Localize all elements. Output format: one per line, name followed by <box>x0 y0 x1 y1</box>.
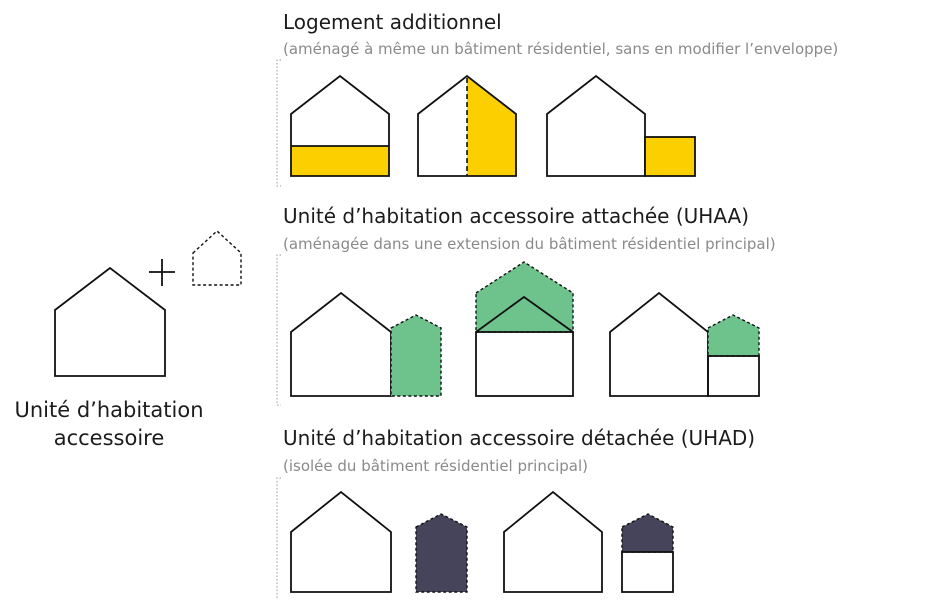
section-1-diagrams <box>290 74 696 177</box>
s2-house-side-extension <box>290 291 442 397</box>
section-2-subtitle: (aménagée dans une extension du bâtiment… <box>283 235 776 253</box>
section-1-title: Logement additionnel <box>283 10 502 34</box>
section-1-subtitle: (aménagé à même un bâtiment résidentiel,… <box>283 40 839 58</box>
s2-house-upper-extension <box>475 261 574 397</box>
section-3-diagrams <box>290 490 674 593</box>
section-brackets <box>276 59 281 600</box>
main-unit-label: Unité d’habitation accessoire <box>8 396 210 452</box>
section-2-title: Unité d’habitation accessoire attachée (… <box>283 204 750 228</box>
main-unit-label-line1: Unité d’habitation <box>14 398 204 422</box>
s1-house-annex <box>546 74 696 177</box>
s3-house-detached-garage-unit <box>503 490 674 593</box>
main-house-icon <box>54 266 166 377</box>
s2-house-garage-extension <box>609 291 760 397</box>
section-3-title: Unité d’habitation accessoire détachée (… <box>283 426 756 450</box>
section-3-subtitle: (isolée du bâtiment résidentiel principa… <box>283 457 588 475</box>
main-unit-label-line2: accessoire <box>53 426 165 450</box>
plus-icon <box>149 259 175 286</box>
s1-house-half <box>417 74 517 177</box>
s1-house-basement <box>290 74 390 177</box>
section-2-diagrams <box>290 261 760 397</box>
s3-house-detached-unit <box>290 490 468 593</box>
dashed-small-house-icon <box>192 230 242 286</box>
